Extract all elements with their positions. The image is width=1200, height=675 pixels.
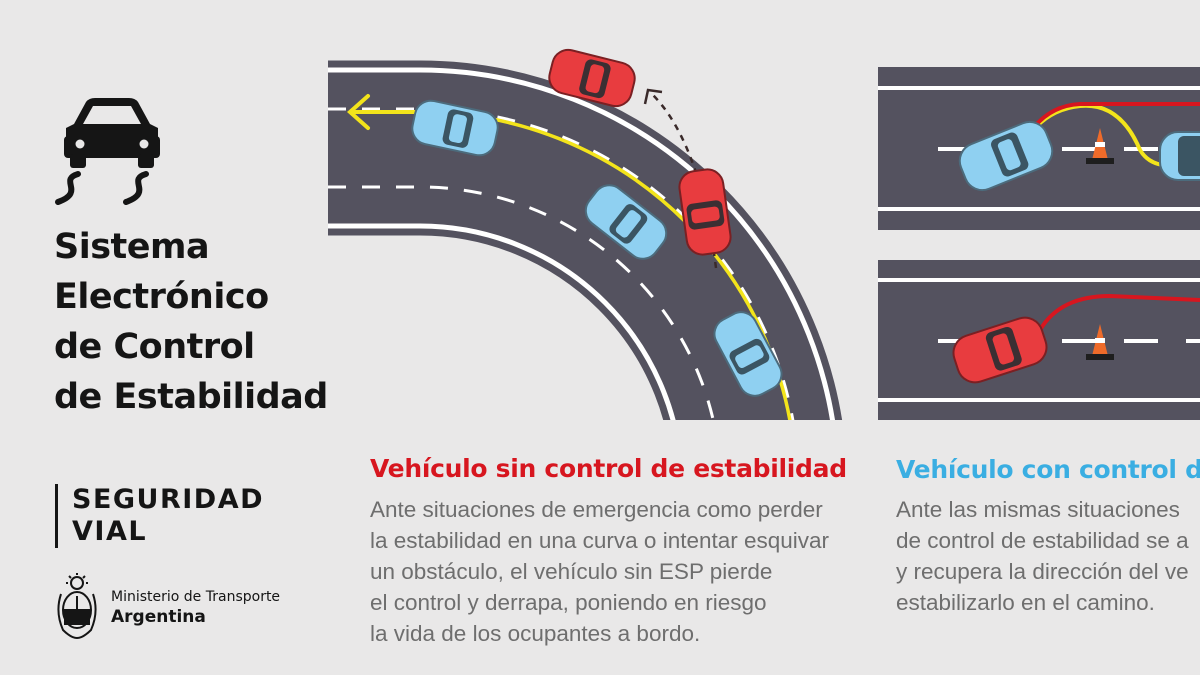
text-line: y recupera la dirección del ve <box>896 559 1189 584</box>
text-line: de control de estabilidad se a <box>896 528 1189 553</box>
national-coat-of-arms-icon <box>57 573 97 640</box>
ministry-line1: Ministerio de Transporte <box>111 589 281 605</box>
text-line: la estabilidad en una curva o intentar e… <box>370 528 830 553</box>
direction-arrow <box>346 94 420 130</box>
title-line: Electrónico <box>54 277 269 317</box>
blue-car <box>584 184 668 260</box>
program-line: VIAL <box>72 516 148 547</box>
text-line: la vida de los ocupantes a bordo. <box>370 621 701 646</box>
text-line: estabilizarlo en el camino. <box>896 590 1155 615</box>
title-line: Sistema <box>54 227 210 267</box>
section-text-without-esp: Ante situaciones de emergencia como perd… <box>370 494 829 649</box>
blue-car <box>411 99 499 157</box>
program-line: SEGURIDAD <box>72 484 265 515</box>
ministry-line2: Argentina <box>111 607 206 627</box>
text-line: un obstáculo, el vehículo sin ESP pierde <box>370 559 773 584</box>
ministry-name: Ministerio de Transporte Argentina <box>111 588 280 628</box>
traffic-cone-icon <box>1086 128 1114 164</box>
section-title-without-esp: Vehículo sin control de estabilidad <box>370 454 847 483</box>
title-line: de Estabilidad <box>54 377 328 417</box>
traffic-cone-icon <box>1086 324 1114 360</box>
straight-road-with-esp <box>878 67 1200 230</box>
blue-car <box>713 311 783 397</box>
skidding-car-icon <box>55 98 160 205</box>
skid-arrow-head <box>643 88 663 105</box>
title-line: de Control <box>54 327 255 367</box>
text-line: el control y derrapa, poniendo en riesgo <box>370 590 767 615</box>
red-car <box>952 316 1048 384</box>
page-title: Sistema Electrónico de Control de Estabi… <box>54 222 354 422</box>
text-line: Ante situaciones de emergencia como perd… <box>370 497 823 522</box>
red-car-skidding <box>548 48 636 108</box>
seguridad-vial-logo: SEGURIDAD VIAL <box>55 484 264 548</box>
blue-car <box>1159 131 1200 181</box>
section-text-with-esp: Ante las mismas situaciones de control d… <box>896 494 1189 618</box>
text-line: Ante las mismas situaciones <box>896 497 1180 522</box>
road-illustration <box>328 48 1200 420</box>
straight-road-without-esp <box>878 260 1200 420</box>
red-car <box>678 168 732 256</box>
section-title-with-esp: Vehículo con control de <box>896 455 1200 484</box>
blue-car <box>958 120 1054 192</box>
